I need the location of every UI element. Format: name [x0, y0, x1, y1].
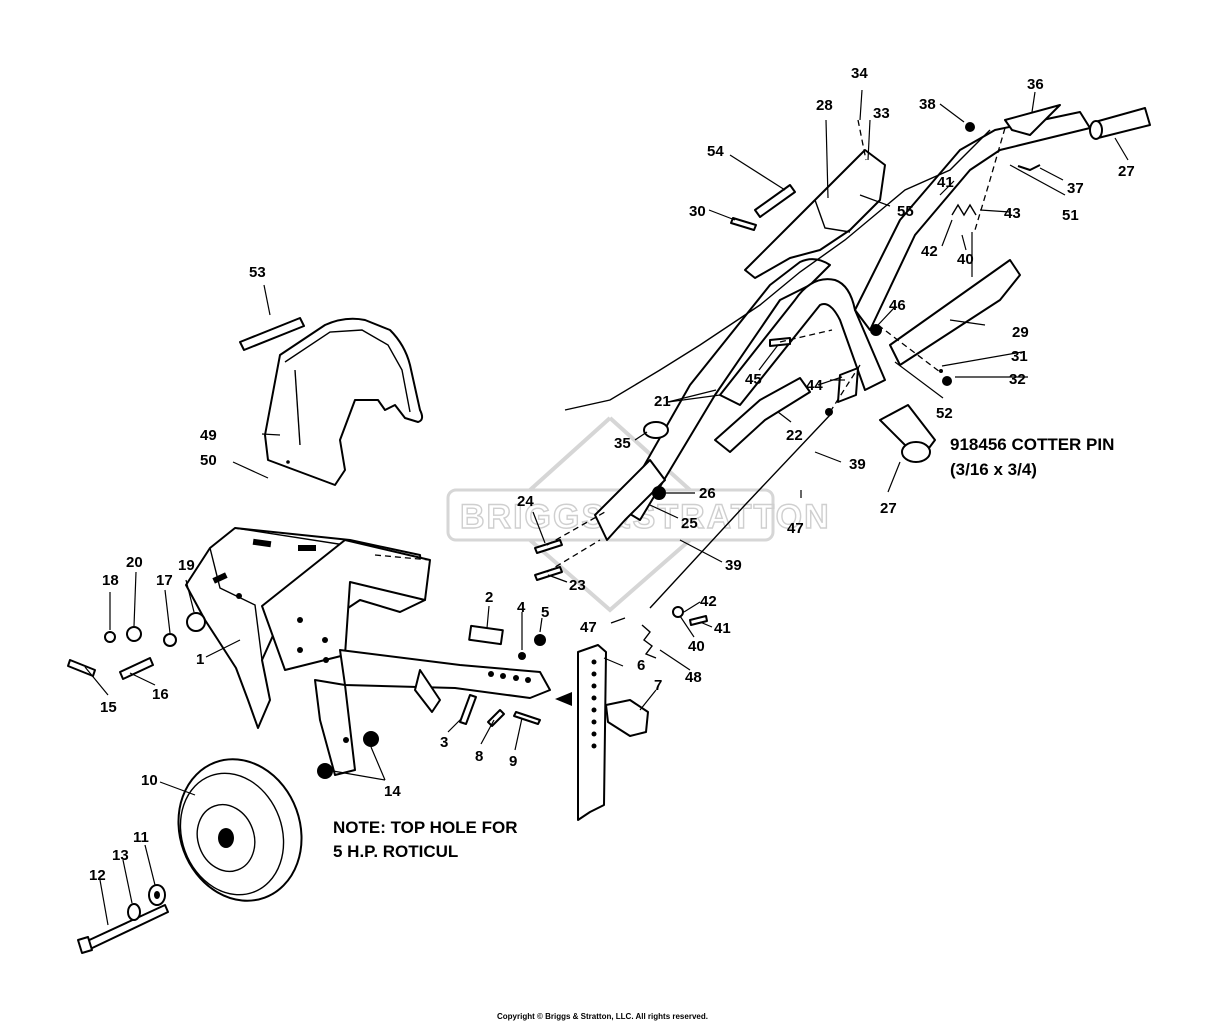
axle-hardware [77, 884, 169, 954]
callout-29: 29 [1012, 324, 1029, 341]
callout-51: 51 [1062, 207, 1079, 224]
callout-21: 21 [654, 393, 671, 410]
callout-38: 38 [919, 96, 936, 113]
callout-17: 17 [156, 572, 173, 589]
lockwasher-part-18 [104, 631, 116, 643]
callout-33: 33 [873, 105, 890, 122]
pin-part-8 [487, 709, 505, 727]
callout-39b: 39 [725, 557, 742, 574]
callout-23: 23 [569, 577, 586, 594]
handle-assembly [534, 104, 1151, 659]
callout-55: 55 [897, 203, 914, 220]
copyright-text: Copyright © Briggs & Stratton, LLC. All … [497, 1012, 708, 1021]
callout-10: 10 [141, 772, 158, 789]
depth-bar-part-6 [577, 644, 607, 821]
callout-45: 45 [745, 371, 762, 388]
callout-34: 34 [851, 65, 868, 82]
callout-52: 52 [936, 405, 953, 422]
callout-43: 43 [1004, 205, 1021, 222]
callout-15: 15 [100, 699, 117, 716]
top-hole-note-line2: 5 H.P. ROTICUL [333, 842, 458, 861]
washer-part-4 [518, 652, 526, 660]
callout-46: 46 [889, 297, 906, 314]
callout-42a: 42 [921, 243, 938, 260]
nut-part-14b [317, 763, 333, 779]
callout-50: 50 [200, 452, 217, 469]
arrow-indicator [555, 692, 572, 706]
callout-4: 4 [517, 599, 526, 616]
assembly-line [546, 511, 606, 546]
callout-31: 31 [1011, 348, 1028, 365]
callout-8: 8 [475, 748, 483, 765]
callout-7: 7 [654, 677, 662, 694]
bolt-part-16 [119, 657, 154, 680]
callout-54: 54 [707, 143, 724, 160]
assembly-line [857, 119, 867, 161]
callout-42b: 42 [700, 593, 717, 610]
callout-9: 9 [509, 753, 517, 770]
nut-part-5 [534, 634, 546, 646]
bracket-part-7 [605, 699, 649, 737]
depth-bar-bracket [261, 539, 551, 776]
callout-40b: 40 [688, 638, 705, 655]
leader-lines [84, 89, 1129, 926]
callout-3: 3 [440, 734, 448, 751]
callout-24: 24 [517, 493, 534, 510]
callout-27b: 27 [1118, 163, 1135, 180]
cotter-pin-note-line1: 918456 COTTER PIN [950, 435, 1114, 454]
callout-47a: 47 [787, 520, 804, 537]
callout-37: 37 [1067, 180, 1084, 197]
engine-cover-part-49 [264, 317, 424, 486]
callout-19: 19 [178, 557, 195, 574]
callout-40a: 40 [957, 251, 974, 268]
callout-14: 14 [384, 783, 401, 800]
callout-6: 6 [637, 657, 645, 674]
callout-labels: 1 2 3 4 5 6 7 8 9 10 11 12 13 14 15 16 1… [89, 65, 1135, 884]
top-hole-note-line1: NOTE: TOP HOLE FOR [333, 818, 518, 837]
callout-2: 2 [485, 589, 493, 606]
callout-1: 1 [196, 651, 204, 668]
assembly-line [779, 329, 833, 343]
nut-part-14a [363, 731, 379, 747]
callout-35: 35 [614, 435, 631, 452]
callout-28: 28 [816, 97, 833, 114]
callout-44: 44 [806, 377, 823, 394]
decal-part-53 [239, 317, 305, 351]
callout-47b: 47 [580, 619, 597, 636]
callout-32: 32 [1009, 371, 1026, 388]
callout-53: 53 [249, 264, 266, 281]
callout-41b: 41 [714, 620, 731, 637]
assembly-line [974, 127, 1006, 231]
nut-part-17 [163, 633, 177, 647]
callout-39a: 39 [849, 456, 866, 473]
callout-25: 25 [681, 515, 698, 532]
cotter-pin-note-line2: (3/16 x 3/4) [950, 460, 1037, 479]
nut-part-20 [126, 626, 142, 642]
callout-26: 26 [699, 485, 716, 502]
callout-22: 22 [786, 427, 803, 444]
wheel-part-10 [177, 758, 303, 902]
nut-part-19 [186, 612, 206, 632]
pin-part-9 [513, 711, 541, 725]
callout-16: 16 [152, 686, 169, 703]
callout-5: 5 [541, 604, 549, 621]
callout-11: 11 [133, 829, 149, 846]
callout-27a: 27 [880, 500, 897, 517]
callout-18: 18 [102, 572, 119, 589]
callout-49: 49 [200, 427, 217, 444]
assembly-line [546, 539, 601, 573]
callout-36: 36 [1027, 76, 1044, 93]
assembly-line [877, 324, 941, 373]
callout-13: 13 [112, 847, 129, 864]
bolt-part-3 [459, 694, 477, 725]
callout-48: 48 [685, 669, 702, 686]
callout-41a: 41 [937, 174, 954, 191]
callout-20: 20 [126, 554, 143, 571]
plate-part-2 [468, 624, 504, 646]
callout-12: 12 [89, 867, 106, 884]
callout-30: 30 [689, 203, 706, 220]
